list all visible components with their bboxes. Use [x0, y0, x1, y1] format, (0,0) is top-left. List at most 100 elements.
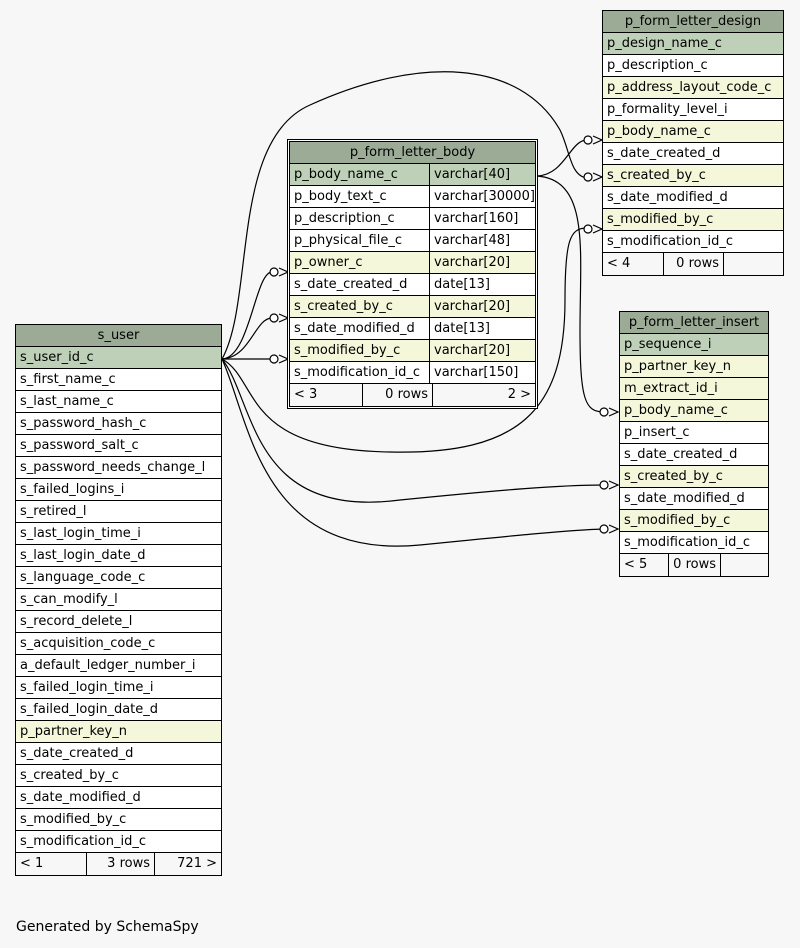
column-name: p_body_text_c — [294, 189, 387, 204]
parents-count: < 4 — [607, 256, 631, 271]
column-name: s_modified_by_c — [20, 812, 127, 827]
column-row[interactable]: s_date_created_d — [620, 444, 768, 466]
table-p-form-letter-insert[interactable]: p_form_letter_insert p_sequence_i p_partne… — [619, 311, 769, 577]
column-name: s_created_by_c — [607, 168, 706, 183]
table-title[interactable]: p_form_letter_body — [290, 142, 535, 164]
table-title[interactable]: p_form_letter_insert — [620, 312, 768, 334]
column-row[interactable]: s_date_modified_d — [16, 787, 221, 809]
column-row[interactable]: p_address_layout_code_c — [603, 77, 783, 99]
crows-foot-icon — [592, 224, 604, 234]
column-row[interactable]: p_description_c varchar[160] — [290, 208, 535, 230]
zero-circle-icon — [583, 135, 593, 145]
column-name: p_insert_c — [624, 425, 690, 440]
column-row[interactable]: s_last_name_c — [16, 391, 221, 413]
zero-circle-icon — [583, 172, 593, 182]
column-name: p_sequence_i — [624, 337, 712, 352]
table-title[interactable]: s_user — [16, 325, 221, 347]
column-row[interactable]: s_created_by_c — [620, 466, 768, 488]
column-row[interactable]: s_modification_id_c — [16, 831, 221, 853]
crows-foot-icon — [608, 480, 620, 490]
column-name: s_modification_id_c — [624, 535, 750, 550]
column-row[interactable]: p_partner_key_n — [620, 356, 768, 378]
edge-body-design-body — [536, 139, 588, 177]
column-row[interactable]: s_modified_by_c — [603, 209, 783, 231]
column-row[interactable]: p_design_name_c — [603, 33, 783, 55]
column-row[interactable]: s_password_needs_change_l — [16, 457, 221, 479]
edge-user-body-created — [221, 317, 273, 360]
column-name: s_password_needs_change_l — [20, 460, 206, 475]
column-row[interactable]: s_retired_l — [16, 501, 221, 523]
column-type: varchar[20] — [429, 340, 535, 361]
column-row[interactable]: s_acquisition_code_c — [16, 633, 221, 655]
column-row[interactable]: s_failed_login_time_i — [16, 677, 221, 699]
column-row[interactable]: s_date_created_d — [16, 743, 221, 765]
column-row[interactable]: a_default_ledger_number_i — [16, 655, 221, 677]
row-count: 0 rows — [362, 384, 432, 406]
column-row[interactable]: p_formality_level_i — [603, 99, 783, 121]
column-name: s_first_name_c — [20, 372, 116, 387]
column-row[interactable]: p_description_c — [603, 55, 783, 77]
column-name: s_modification_id_c — [294, 365, 420, 380]
edge-body-insert-body — [536, 175, 605, 413]
column-name: s_last_name_c — [20, 394, 114, 409]
zero-circle-icon — [269, 313, 279, 323]
column-name: s_date_created_d — [624, 447, 738, 462]
column-name: s_password_hash_c — [20, 416, 147, 431]
column-row[interactable]: s_date_created_d — [603, 143, 783, 165]
column-row[interactable]: p_body_name_c — [620, 400, 768, 422]
column-name: s_modification_id_c — [607, 234, 733, 249]
column-row[interactable]: s_modified_by_c — [16, 809, 221, 831]
column-row[interactable]: s_failed_login_date_d — [16, 699, 221, 721]
children-count — [723, 253, 783, 275]
column-type: varchar[160] — [429, 208, 535, 229]
column-row[interactable]: s_modified_by_c varchar[20] — [290, 340, 535, 362]
column-row[interactable]: p_insert_c — [620, 422, 768, 444]
column-row[interactable]: s_user_id_c — [16, 347, 221, 369]
column-name: p_owner_c — [294, 255, 363, 270]
table-title[interactable]: p_form_letter_design — [603, 11, 783, 33]
column-name: s_failed_login_time_i — [20, 680, 154, 695]
column-name: p_body_name_c — [624, 403, 728, 418]
column-row[interactable]: s_modification_id_c — [603, 231, 783, 253]
column-name: s_created_by_c — [624, 469, 723, 484]
column-name: s_created_by_c — [294, 299, 393, 314]
column-row[interactable]: s_modification_id_c — [620, 532, 768, 554]
column-name: p_description_c — [294, 211, 395, 226]
column-row[interactable]: s_can_modify_l — [16, 589, 221, 611]
children-count: 2 > — [432, 384, 535, 406]
column-row[interactable]: s_password_salt_c — [16, 435, 221, 457]
column-row[interactable]: s_last_login_date_d — [16, 545, 221, 567]
column-row[interactable]: s_date_modified_d — [620, 488, 768, 510]
column-row[interactable]: s_created_by_c — [603, 165, 783, 187]
column-name: s_modified_by_c — [294, 343, 401, 358]
column-name: s_password_salt_c — [20, 438, 139, 453]
column-row[interactable]: s_modified_by_c — [620, 510, 768, 532]
column-row[interactable]: s_first_name_c — [16, 369, 221, 391]
column-row[interactable]: m_extract_id_i — [620, 378, 768, 400]
column-row[interactable]: s_language_code_c — [16, 567, 221, 589]
column-row[interactable]: p_sequence_i — [620, 334, 768, 356]
column-row[interactable]: s_created_by_c — [16, 765, 221, 787]
column-name: p_partner_key_n — [624, 359, 731, 374]
column-row[interactable]: s_password_hash_c — [16, 413, 221, 435]
column-row[interactable]: s_record_delete_l — [16, 611, 221, 633]
column-row[interactable]: s_failed_logins_i — [16, 479, 221, 501]
column-row[interactable]: s_last_login_time_i — [16, 523, 221, 545]
column-row[interactable]: p_body_name_c — [603, 121, 783, 143]
column-row[interactable]: s_date_modified_d — [603, 187, 783, 209]
column-row[interactable]: p_partner_key_n — [16, 721, 221, 743]
